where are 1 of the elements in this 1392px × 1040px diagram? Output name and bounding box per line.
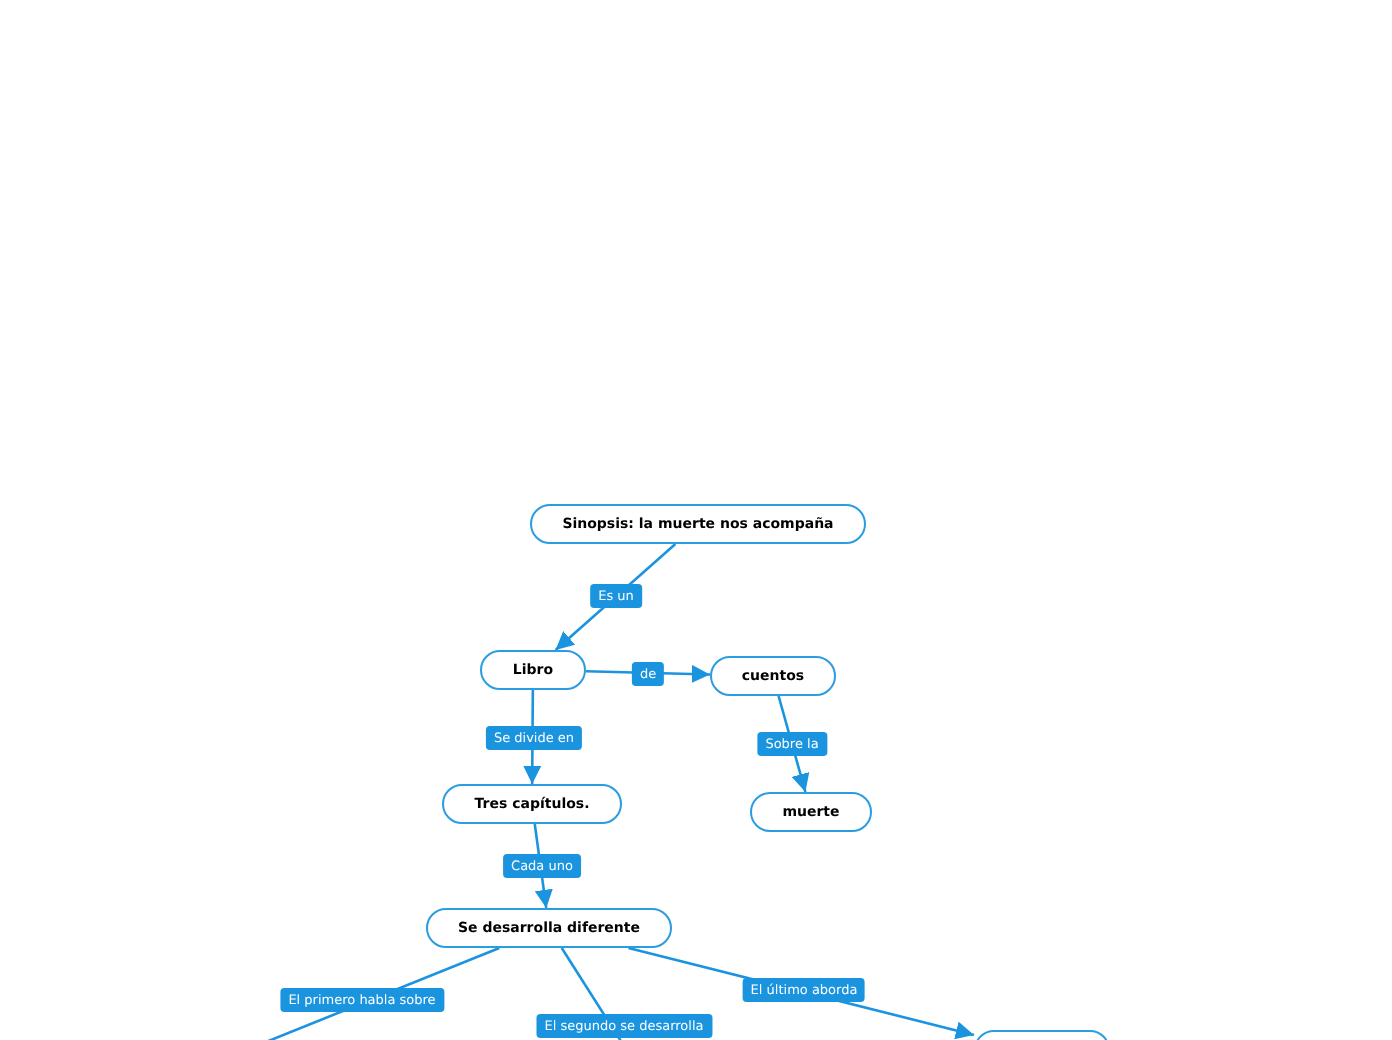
arrow — [585, 664, 711, 684]
